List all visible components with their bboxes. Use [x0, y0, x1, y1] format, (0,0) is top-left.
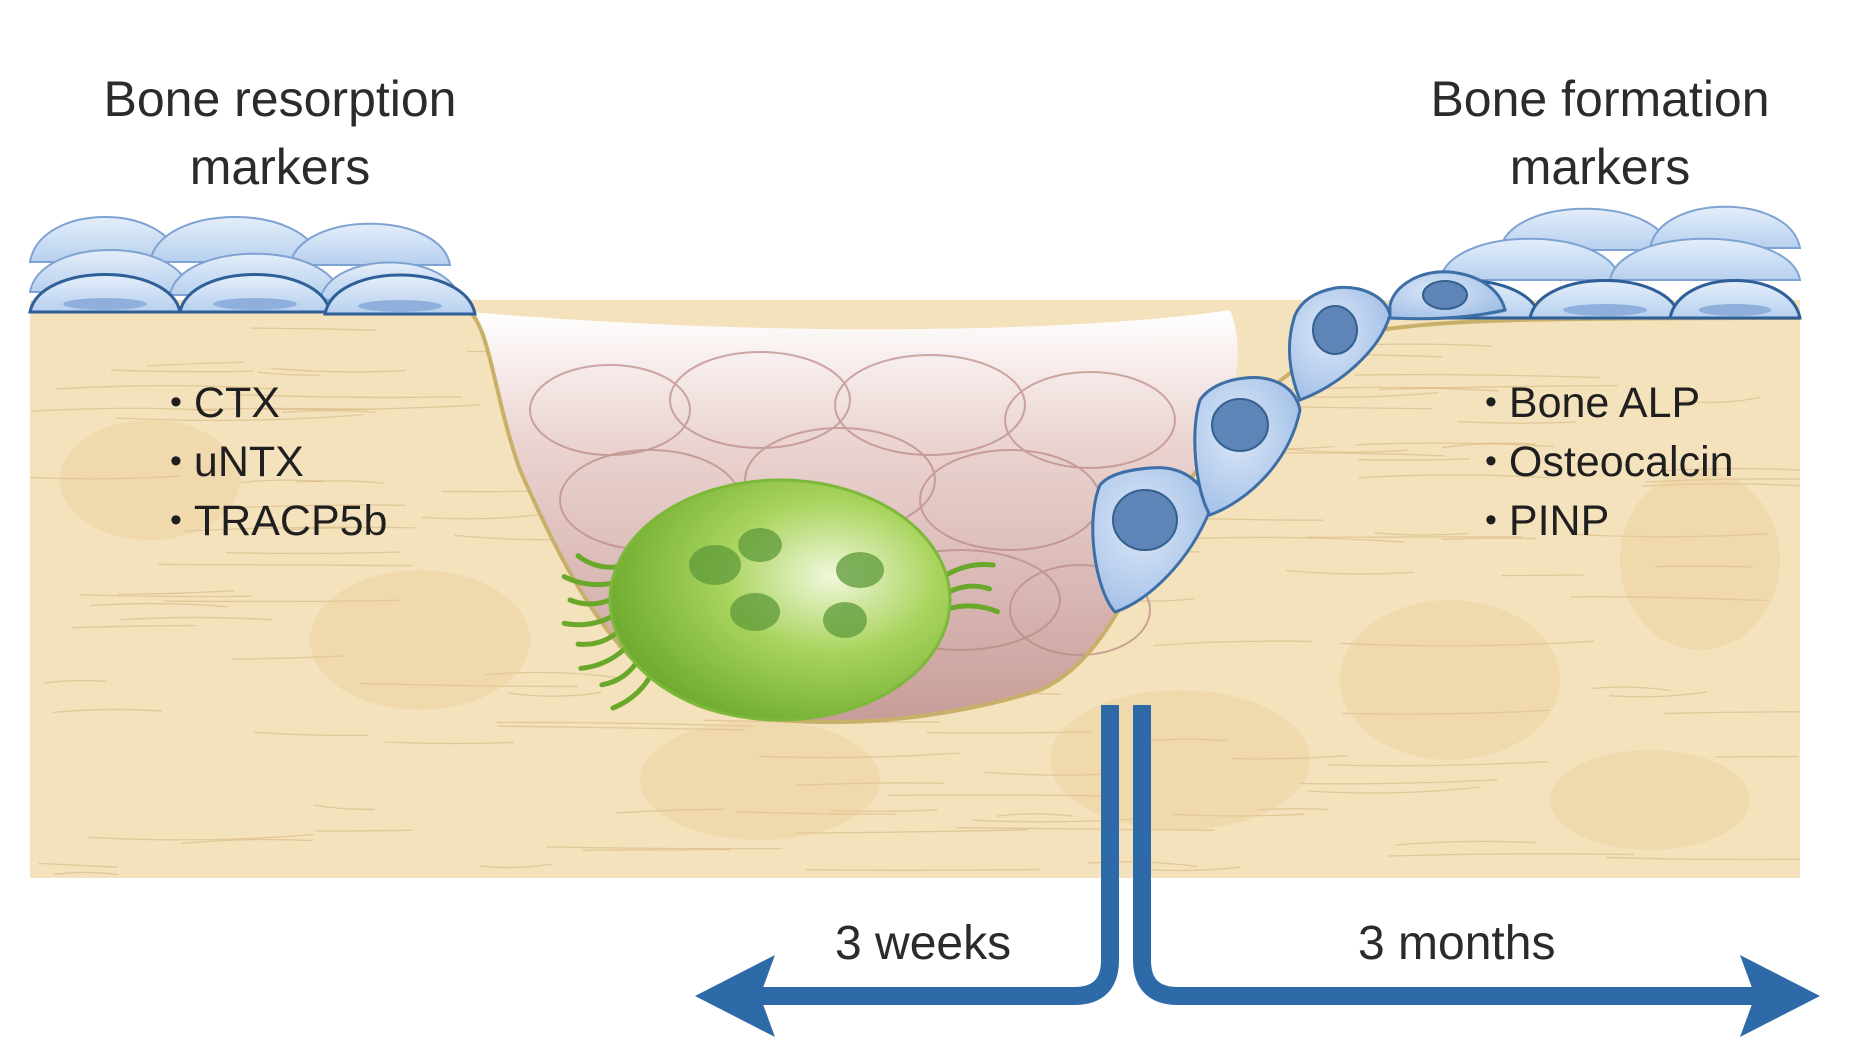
formation-marker-list: Bone ALP Osteocalcin PINP	[1485, 375, 1734, 552]
bone-resorption-title: Bone resorption	[60, 65, 500, 133]
bone-formation-title: Bone formation	[1380, 65, 1820, 133]
marker-tracp5b: TRACP5b	[170, 493, 387, 552]
marker-pinp: PINP	[1485, 493, 1734, 552]
bone-resorption-subtitle: markers	[60, 133, 500, 201]
lining-cell	[1670, 281, 1800, 319]
marker-untx: uNTX	[170, 434, 387, 493]
resorption-marker-list: CTX uNTX TRACP5b	[170, 375, 387, 552]
bone-formation-subtitle: markers	[1380, 133, 1820, 201]
marker-osteocalcin: Osteocalcin	[1485, 434, 1734, 493]
formation-duration-label: 3 months	[1358, 916, 1555, 972]
lining-cells-left	[30, 217, 475, 314]
bone-formation-heading: Bone formation markers	[1380, 65, 1820, 201]
resorption-duration-label: 3 weeks	[835, 916, 1011, 972]
marker-bone-alp: Bone ALP	[1485, 375, 1734, 434]
lining-cell	[1530, 281, 1680, 319]
bone-resorption-heading: Bone resorption markers	[60, 65, 500, 201]
marker-ctx: CTX	[170, 375, 387, 434]
lining-cell	[290, 224, 450, 265]
